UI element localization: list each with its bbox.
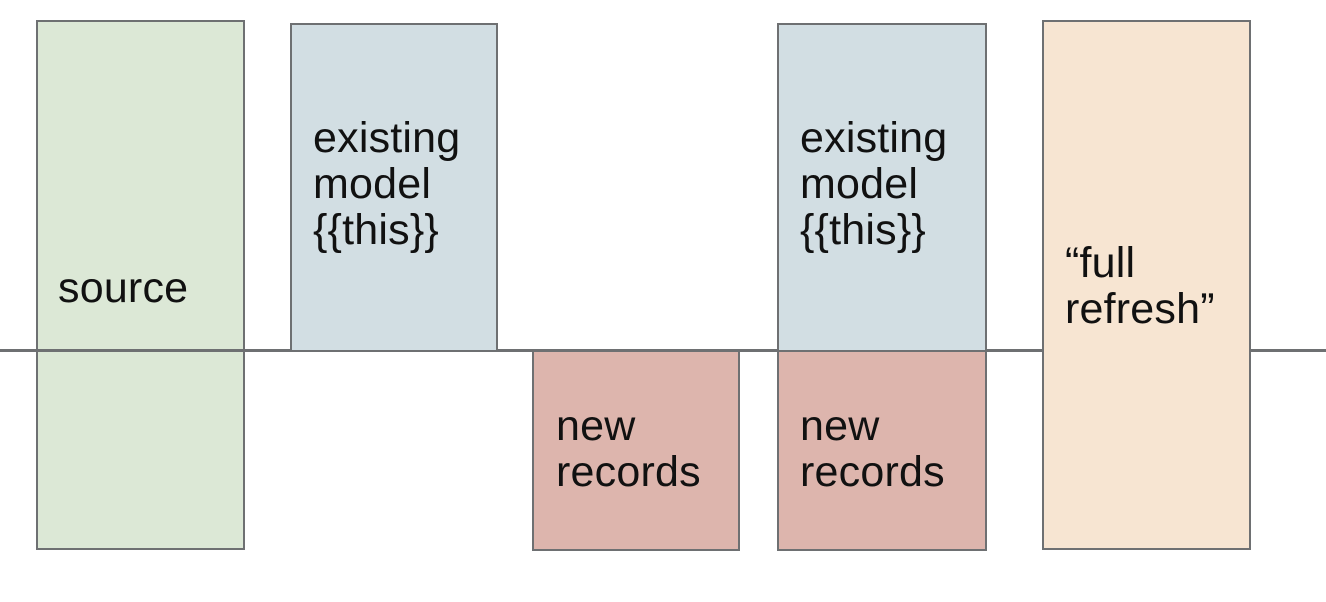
box-existing-model-left: existing model {{this}}: [290, 23, 498, 352]
box-existing-model-right: existing model {{this}}: [777, 23, 987, 352]
box-full-refresh-label: “full refresh”: [1065, 239, 1215, 333]
box-source: source: [36, 20, 245, 550]
box-full-refresh: “full refresh”: [1042, 20, 1251, 550]
box-existing-model-right-label: existing model {{this}}: [800, 114, 948, 254]
box-existing-model-left-label: existing model {{this}}: [313, 114, 461, 254]
box-source-label: source: [58, 264, 189, 312]
box-new-records-right: new records: [777, 350, 987, 551]
box-new-records-left: new records: [532, 350, 740, 551]
box-new-records-left-label: new records: [556, 402, 701, 496]
box-new-records-right-label: new records: [800, 402, 945, 496]
